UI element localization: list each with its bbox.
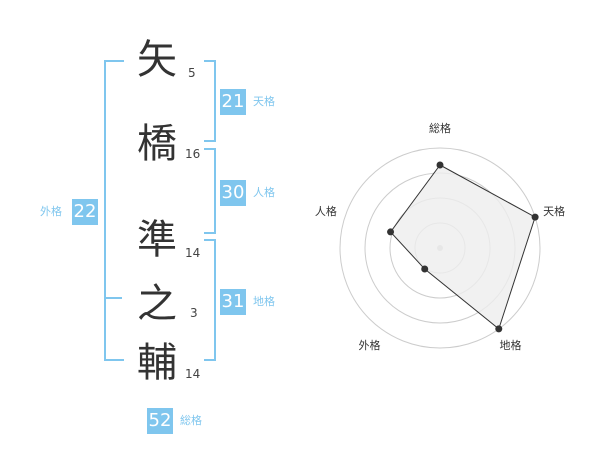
radar-point-4 bbox=[387, 228, 395, 236]
tenkaku-bracket bbox=[204, 60, 216, 142]
gaikaku-bracket-tick bbox=[104, 297, 122, 299]
stroke-count-3: 14 bbox=[185, 246, 201, 260]
radar-axis-label-0: 総格 bbox=[429, 121, 451, 135]
soukaku-badge: 52 bbox=[147, 408, 173, 434]
jinkaku-badge: 30 bbox=[220, 180, 246, 206]
radar-ring-4 bbox=[339, 147, 541, 349]
stroke-count-5: 14 bbox=[185, 367, 201, 381]
radar-axis-label-3: 外格 bbox=[359, 338, 381, 352]
radar-point-1 bbox=[531, 213, 539, 221]
gaikaku-label: 外格 bbox=[40, 205, 62, 218]
chikaku-label: 地格 bbox=[253, 295, 275, 308]
radar-point-0 bbox=[436, 161, 444, 169]
stroke-count-2: 16 bbox=[185, 147, 201, 161]
surname-char-2: 橋 bbox=[137, 121, 177, 167]
chikaku-badge: 31 bbox=[220, 289, 246, 315]
radar-series-polygon bbox=[389, 164, 536, 330]
radar-axis-label-1: 天格 bbox=[543, 204, 565, 218]
tenkaku-label: 天格 bbox=[253, 95, 275, 108]
gaikaku-badge: 22 bbox=[72, 199, 98, 225]
radar-axis-label-4: 人格 bbox=[315, 204, 337, 218]
surname-char-1: 矢 bbox=[137, 37, 177, 83]
given-char-2: 之 bbox=[137, 281, 177, 327]
stroke-count-4: 3 bbox=[190, 306, 198, 320]
stroke-count-1: 5 bbox=[188, 66, 196, 80]
radar-point-2 bbox=[495, 325, 503, 333]
radar-axis-label-2: 地格 bbox=[500, 338, 522, 352]
jinkaku-bracket bbox=[204, 148, 216, 234]
chikaku-bracket bbox=[204, 239, 216, 361]
given-char-3: 輔 bbox=[137, 340, 177, 386]
jinkaku-label: 人格 bbox=[253, 186, 275, 199]
gaikaku-bracket bbox=[104, 60, 124, 361]
soukaku-label: 総格 bbox=[180, 414, 202, 427]
tenkaku-badge: 21 bbox=[220, 89, 246, 115]
radar-point-3 bbox=[421, 265, 429, 273]
given-char-1: 準 bbox=[137, 217, 177, 263]
